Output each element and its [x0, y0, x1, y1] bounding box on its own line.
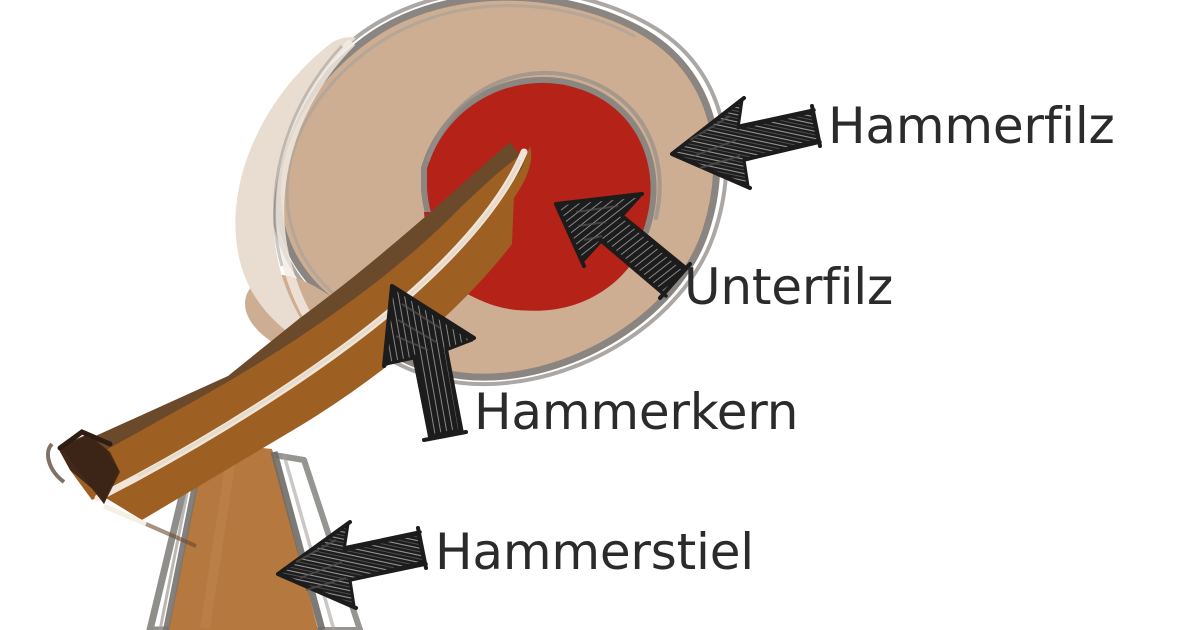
label-hammerfilz: Hammerfilz [828, 97, 1115, 155]
label-unterfilz: Unterfilz [684, 258, 894, 316]
sketch-arrow-up-left-icon [554, 192, 692, 300]
label-hammerkern: Hammerkern [474, 383, 799, 441]
sketch-arrow-left-low-icon [276, 520, 428, 610]
hammer-core-wood [46, 142, 532, 548]
sketch-arrow-up-icon [382, 284, 476, 442]
label-hammerstiel: Hammerstiel [435, 523, 754, 581]
sketch-arrow-left-icon [670, 96, 822, 190]
